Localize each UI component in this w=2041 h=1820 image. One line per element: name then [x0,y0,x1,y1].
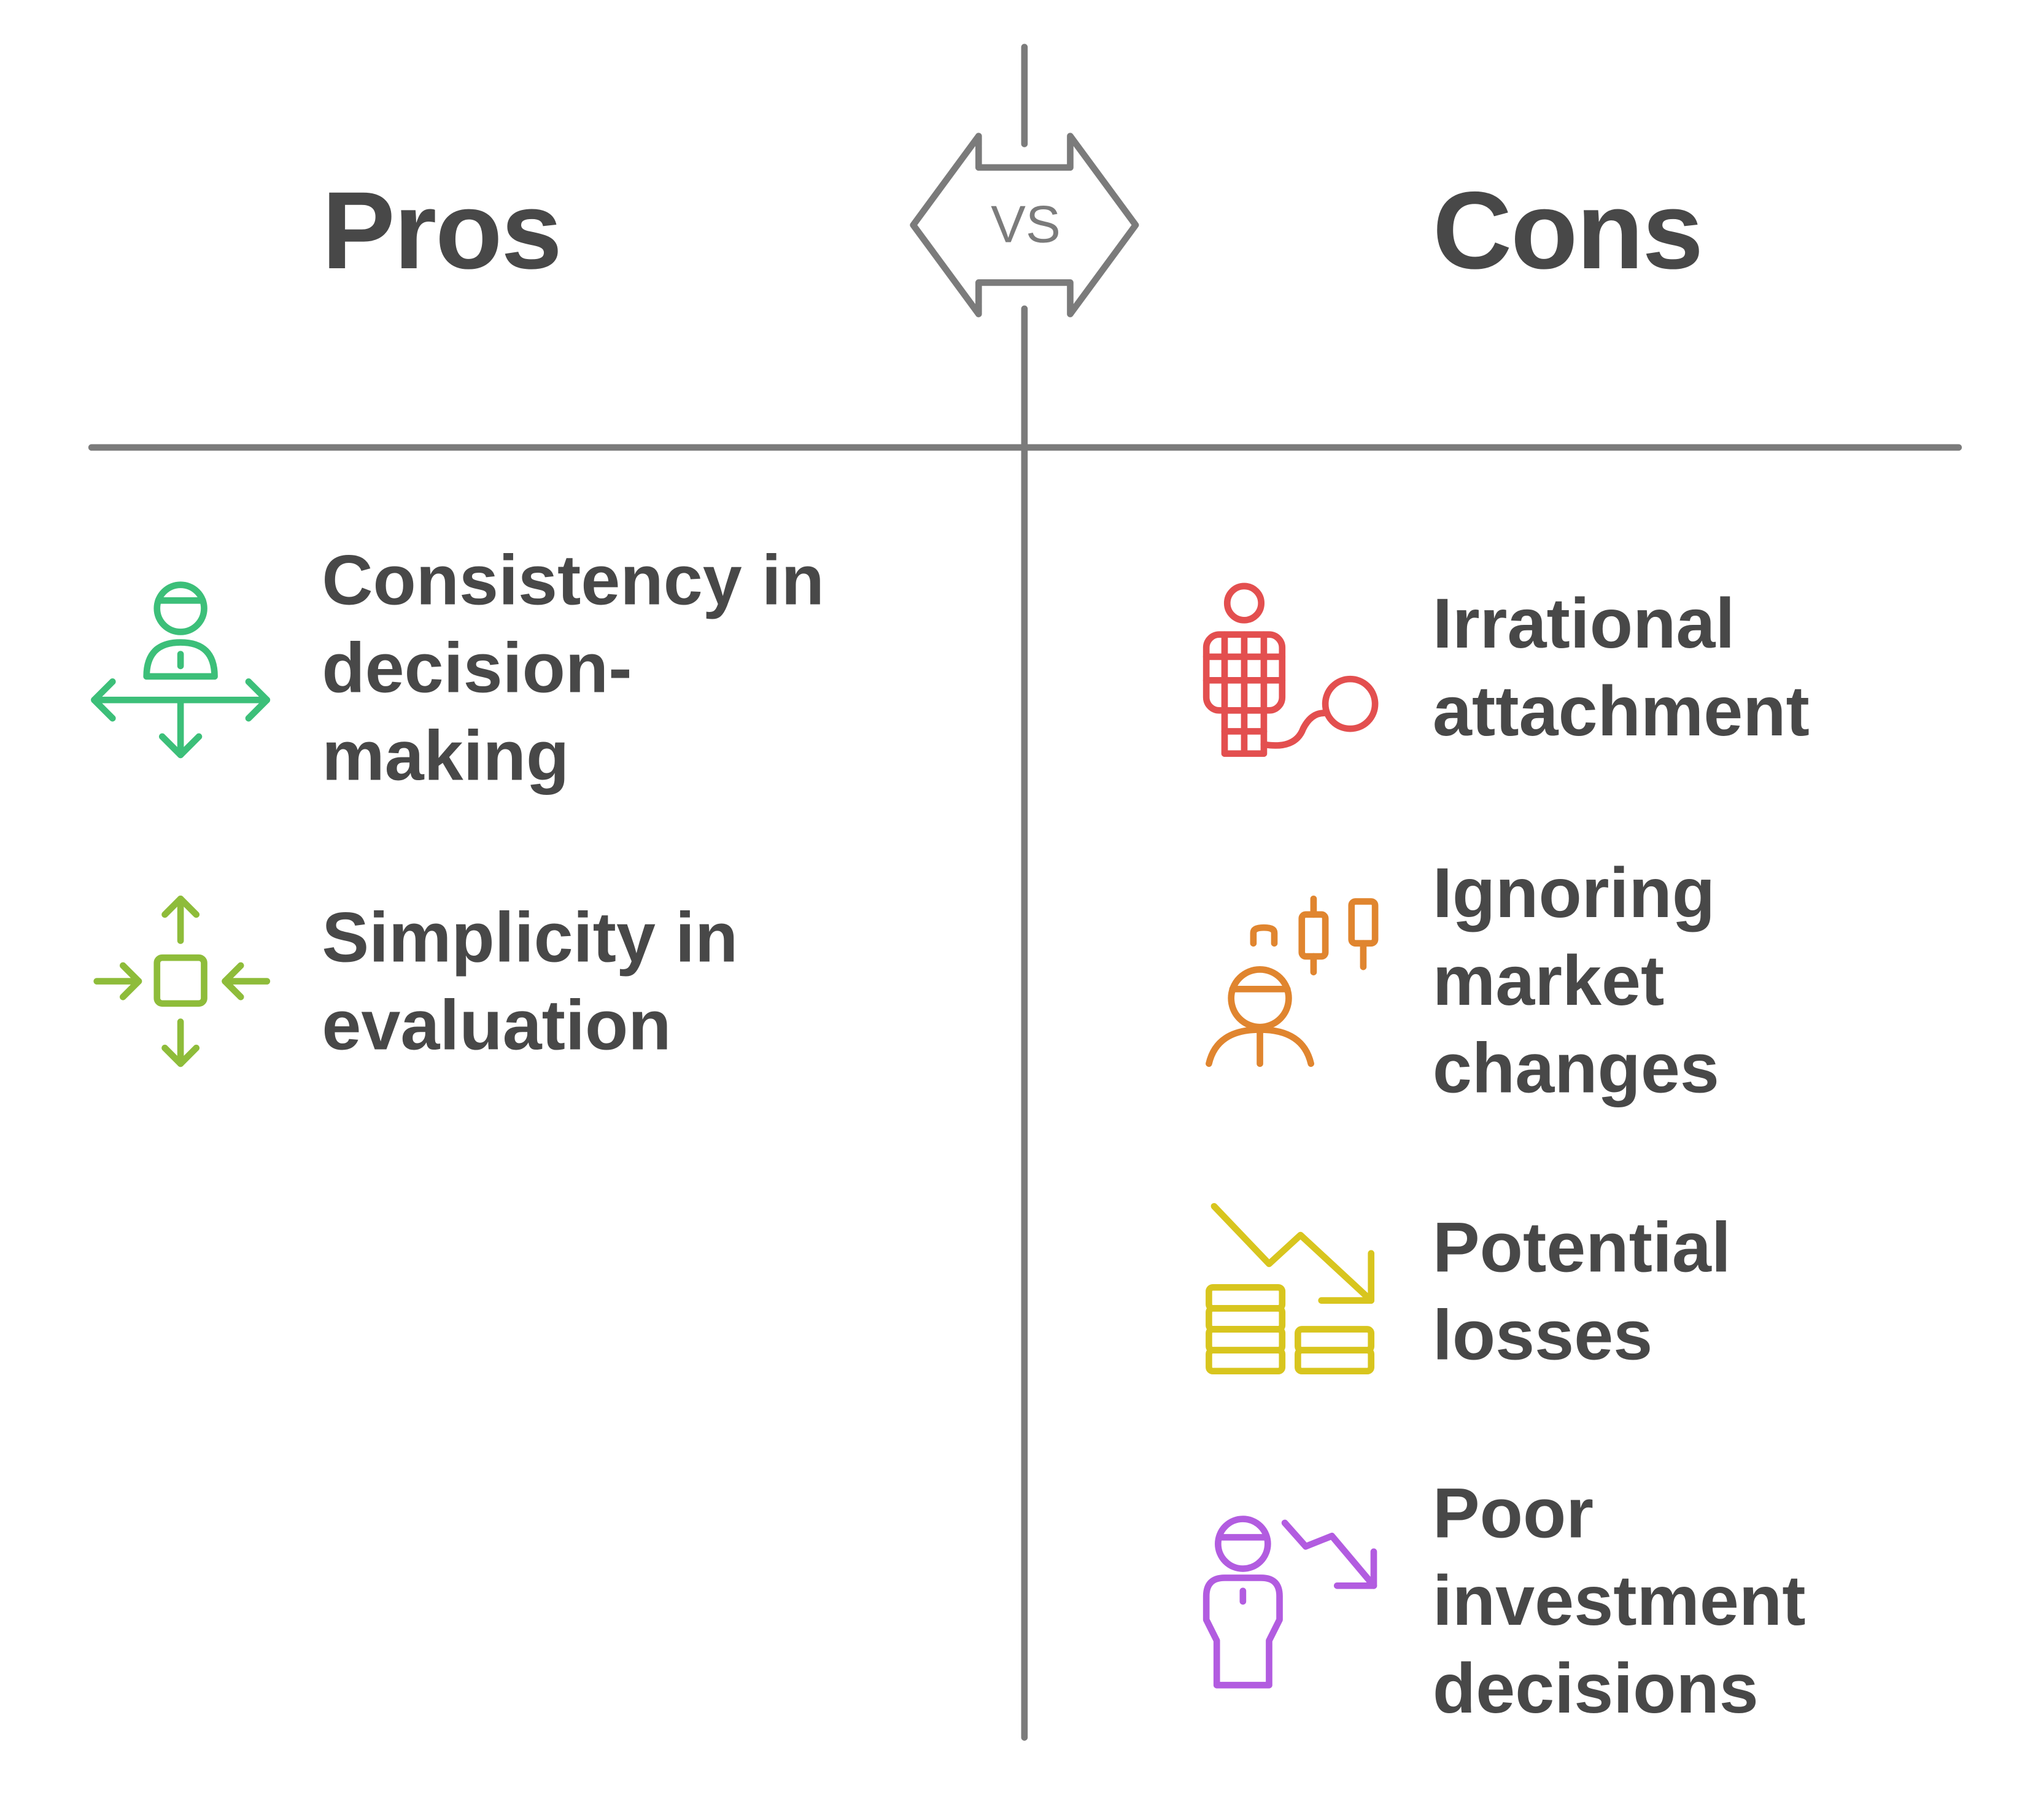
vs-arrow-shape [910,133,1139,317]
square-arrows-icon [91,894,272,1072]
cons-item-irrational-attachment: Irrational attachment [1432,584,1810,751]
pros-heading: Pros [322,168,562,292]
cons-item-ignoring-market-changes: Ignoring market changes [1432,854,1719,1109]
person-candlestick-icon [1204,894,1382,1072]
cons-heading: Cons [1432,168,1703,292]
vs-label: VS [991,196,1061,254]
pros-item-simplicity: Simplicity in evaluation [322,899,738,1065]
coins-downtrend-icon [1204,1201,1382,1382]
cons-item-poor-investment-decisions: Poor investment decisions [1432,1474,1806,1729]
person-ball-chain-icon [1201,582,1384,760]
person-arrows-icon [87,579,276,762]
pros-item-consistency: Consistency in decision- making [322,541,824,796]
person-downtrend-icon [1201,1515,1384,1695]
cons-item-potential-losses: Potential losses [1432,1209,1731,1376]
